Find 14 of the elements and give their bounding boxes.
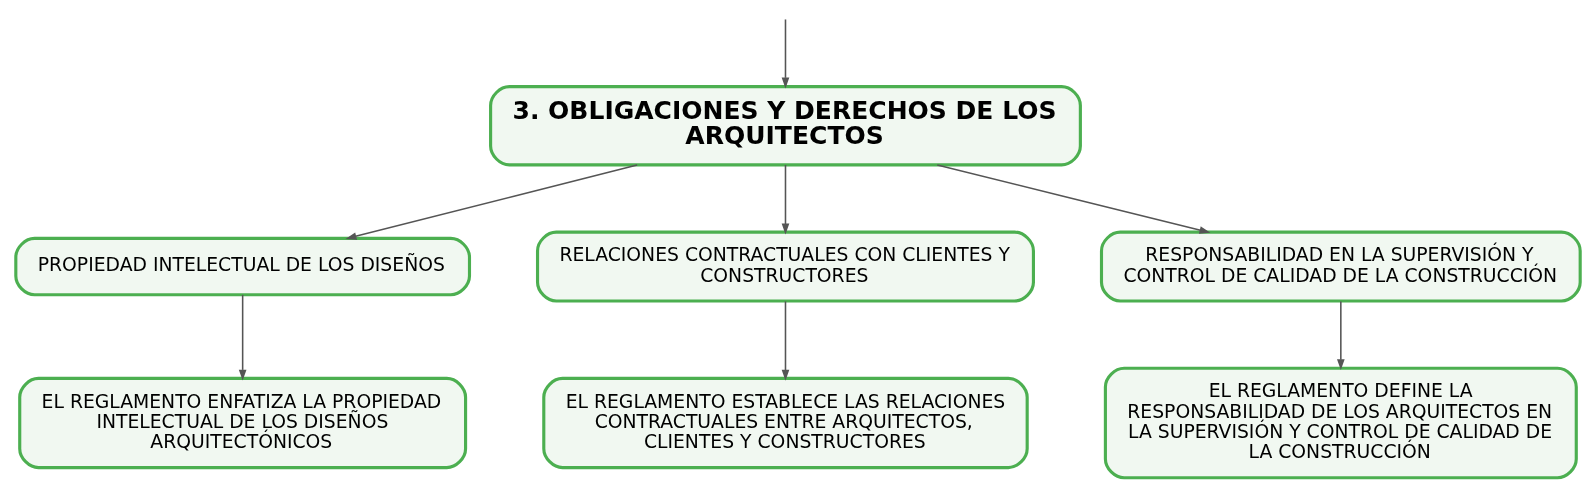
- node-box: EL REGLAMENTO ENFATIZA LA PROPIEDAD INTELECTUAL DE LOS DISEÑOS ARQUITECTÓNICOS: [18, 376, 468, 469]
- arrow: [345, 163, 638, 240]
- node-box: EL REGLAMENTO ESTABLECE LAS RELACIONES CONTRACTUALES ENTRE ARQUITECTOS, CLIENTES Y CONSTRUCTORES: [542, 376, 1029, 469]
- arrow: [936, 163, 1211, 234]
- node-box: PROPIEDAD INTELECTUAL DE LOS DISEÑOS: [14, 236, 472, 296]
- node-box: RESPONSABILIDAD EN LA SUPERVISIÓN Y CONTROL DE CALIDAD DE LA CONSTRUCCIÓN: [1099, 230, 1582, 303]
- arrow: [238, 293, 247, 381]
- node-box: RELACIONES CONTRACTUALES CON CLIENTES Y CONSTRUCTORES: [535, 230, 1035, 303]
- arrow: [781, 18, 790, 88]
- arrow: [781, 300, 790, 381]
- arrow: [1337, 300, 1345, 370]
- node-box: EL REGLAMENTO DEFINE LA RESPONSABILIDAD DE LOS ARQUITECTOS EN LA SUPERVISIÓN Y CONTROL DE CALIDAD DE LA CONSTRUCCIÓN: [1103, 366, 1578, 479]
- node-box: 3. OBLIGACIONES Y DERECHOS DE LOS ARQUITECTOS: [489, 84, 1082, 166]
- arrow: [781, 163, 790, 234]
